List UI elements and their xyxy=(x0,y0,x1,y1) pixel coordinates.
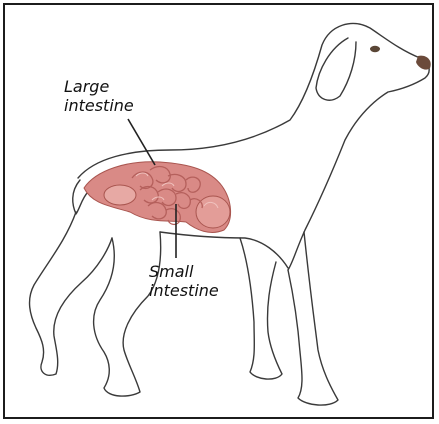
small-intestine-label: Small intestine xyxy=(149,262,219,300)
dog-hind-leg-rear xyxy=(30,212,112,375)
dog-front-leg-front xyxy=(288,232,338,405)
dog-nose xyxy=(416,56,431,70)
large-intestine-pointer xyxy=(128,119,155,165)
small-intestine-label-line1: Small xyxy=(149,262,219,281)
dog-body-outline xyxy=(78,23,429,270)
intestines xyxy=(84,162,231,233)
dog-front-leg-rear xyxy=(240,238,282,379)
large-intestine-label-line2: intestine xyxy=(64,96,134,115)
large-intestine-label: Large intestine xyxy=(64,77,134,115)
small-intestine-label-line2: intestine xyxy=(149,281,219,300)
large-intestine-label-line1: Large xyxy=(64,77,134,96)
dog-eye xyxy=(370,46,380,52)
